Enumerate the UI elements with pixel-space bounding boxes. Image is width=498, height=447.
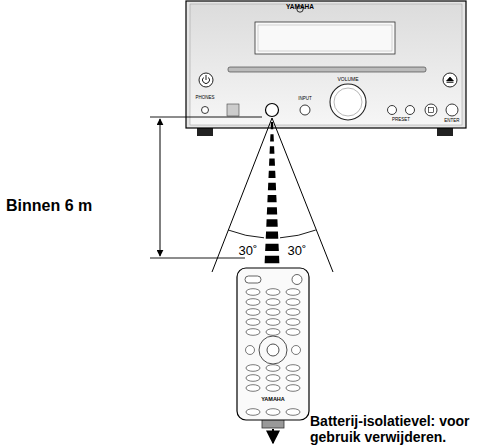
beam-dash: [267, 195, 276, 202]
remote-button: [286, 309, 300, 316]
beam-dash: [265, 244, 279, 251]
beam-dash: [266, 219, 277, 226]
remote-button: [246, 365, 260, 372]
cursor-center: [267, 344, 279, 356]
range-edge: [272, 118, 333, 272]
beam-dash: [267, 207, 277, 214]
stop-button: [425, 104, 437, 116]
remote-button: [266, 309, 280, 316]
beam-dash: [270, 146, 275, 153]
panel-face: [190, 4, 462, 125]
enter-button: [446, 104, 458, 116]
angle-label: 30˚: [239, 244, 258, 259]
eject-symbol: [447, 77, 454, 83]
tune-button: [388, 106, 397, 115]
beam-dash: [265, 256, 280, 263]
remote-button: [246, 385, 260, 392]
remote-button: [266, 319, 280, 326]
remote-button: [246, 299, 260, 306]
beam-dash: [268, 183, 276, 190]
beam-dash: [266, 232, 279, 239]
remote-button: [286, 329, 300, 336]
remote-button: [266, 299, 280, 306]
remote-button: [286, 289, 300, 296]
headphone-jack: [202, 107, 209, 114]
remote-button: [246, 309, 260, 316]
remote-sensor: [266, 104, 279, 117]
ir-beam: [265, 122, 280, 263]
remote-button: [266, 385, 280, 392]
reception-range: [212, 118, 333, 272]
distance-dimension: [150, 117, 262, 258]
power-button: [199, 73, 213, 87]
beam-dash: [269, 159, 275, 166]
remote-button: [246, 289, 260, 296]
dimension-extension: [150, 117, 262, 118]
angle-arc: [280, 230, 316, 238]
remote-button: [245, 276, 261, 283]
remote-button: [266, 329, 280, 336]
brand-logo: YAMAHA: [261, 396, 285, 402]
usb-port: [227, 104, 239, 116]
beam-dash: [271, 122, 274, 129]
remote-button: [286, 319, 300, 326]
instruction-note: Batterij-isolatievel: voor gebruik verwi…: [310, 413, 494, 445]
remote-button: [266, 365, 280, 372]
distance-label: Binnen 6 m: [6, 197, 92, 215]
beam-dash: [268, 171, 275, 178]
disc-slot: [228, 67, 426, 72]
control-label: ENTER: [444, 118, 459, 123]
remote-body: [237, 268, 309, 420]
pull-arrow: [272, 429, 274, 443]
display-window: [255, 22, 395, 54]
cd-receiver: [186, 1, 466, 136]
remote-button: [246, 375, 260, 382]
control-label: VOLUME: [337, 77, 358, 83]
remote-button: [286, 385, 300, 392]
dimension-extension: [150, 258, 245, 259]
beam-dash: [270, 134, 274, 141]
remote-button: [266, 375, 280, 382]
remote-button: [286, 409, 300, 416]
remote-button: [246, 346, 255, 355]
control-label: PRESET: [392, 117, 410, 122]
range-edge: [212, 118, 272, 272]
remote-buttons: [245, 275, 302, 416]
remote-control: [237, 268, 309, 443]
remote-button: [266, 289, 280, 296]
remote-button: [246, 329, 260, 336]
brand-logo: YAMAHA: [286, 3, 314, 10]
dimension-line: [160, 119, 161, 256]
remote-button: [286, 375, 300, 382]
remote-button: [246, 319, 260, 326]
control-label: INPUT: [298, 96, 312, 101]
remote-power: [292, 275, 302, 285]
power-symbol: [203, 75, 210, 83]
control-label: PHONES: [195, 95, 214, 100]
remote-button: [246, 409, 260, 416]
stop-symbol: [429, 108, 434, 113]
remote-button: [286, 299, 300, 306]
cursor-ring: [259, 336, 287, 364]
volume-knob-rim: [334, 88, 362, 116]
volume-knob: [330, 84, 366, 120]
remote-button: [266, 409, 280, 416]
remote-button: [292, 346, 301, 355]
angle-arc: [228, 230, 264, 238]
remote-button: [286, 365, 300, 372]
display-inner: [258, 25, 392, 51]
eject-button: [443, 73, 457, 87]
front-panel: [186, 1, 466, 128]
input-button: [300, 105, 310, 115]
preset-button: [406, 106, 415, 115]
angle-label: 30˚: [288, 244, 307, 259]
